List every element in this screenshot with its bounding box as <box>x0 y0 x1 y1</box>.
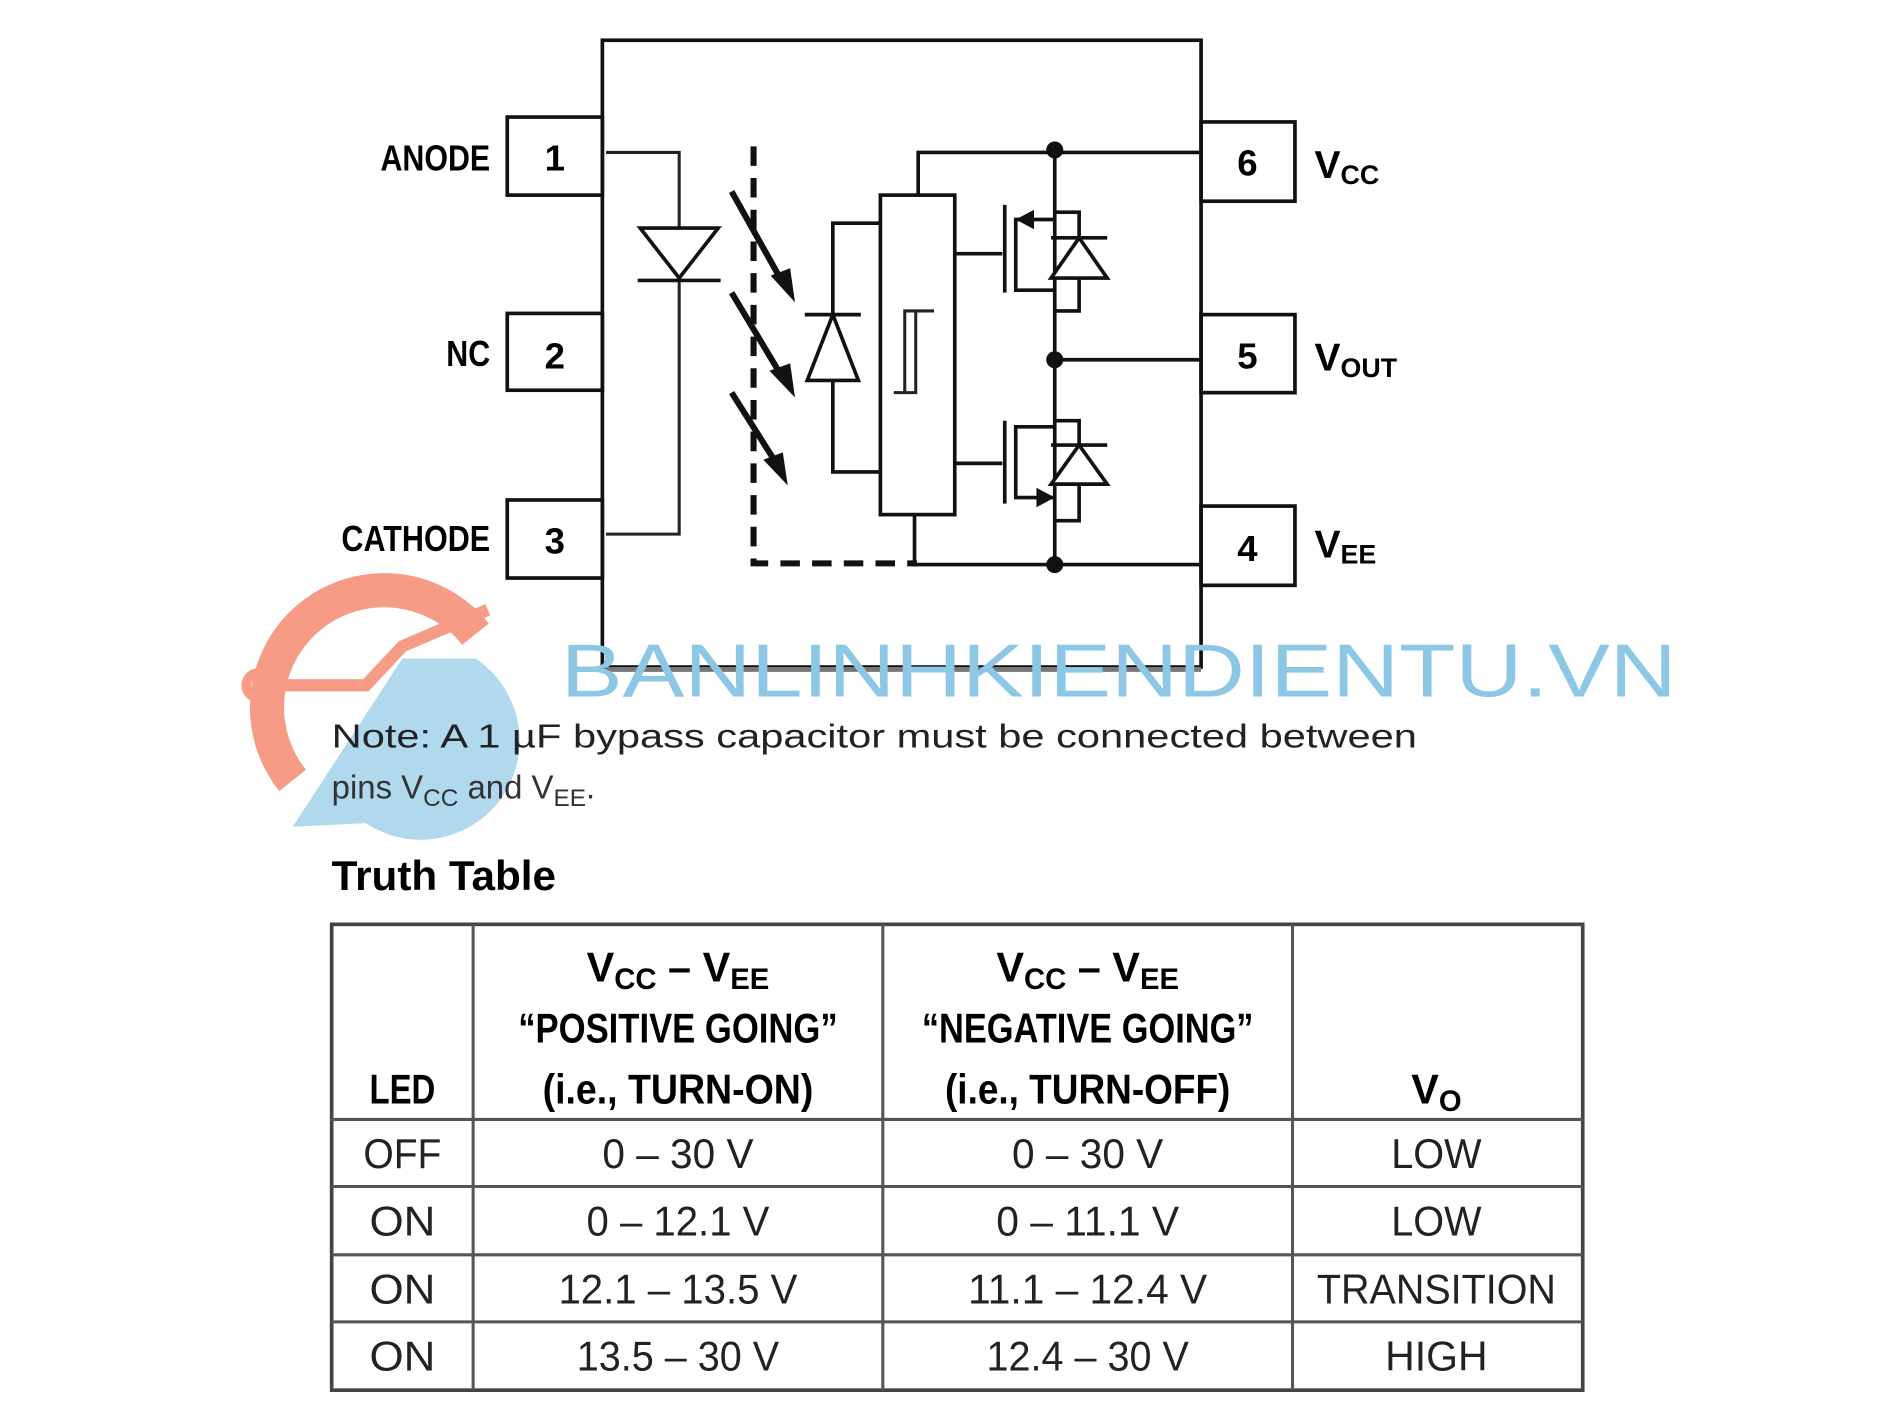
note-line-2: pins VCC and VEE. <box>332 769 596 812</box>
pin-3: 3 CATHODE <box>341 498 605 580</box>
cell-led: OFF <box>363 1130 441 1177</box>
pmos-transistor-icon <box>954 204 1111 313</box>
schmitt-trigger-block <box>878 193 957 517</box>
header-led: LED <box>369 1066 435 1113</box>
table-row: ON 12.1 – 13.5 V 11.1 – 12.4 V TRANSITION <box>369 1266 1555 1313</box>
pin-label: VOUT <box>1314 337 1397 383</box>
header-vo: VO <box>1411 1066 1461 1118</box>
cell-negative-going: 12.4 – 30 V <box>986 1333 1189 1380</box>
watermark-text: BANLINHKIENDIENTU.VN <box>561 629 1677 713</box>
pin-label: VCC <box>1314 144 1379 190</box>
cell-negative-going: 11.1 – 12.4 V <box>968 1266 1207 1313</box>
pin-number: 3 <box>545 521 565 562</box>
cell-led: ON <box>369 1266 435 1313</box>
table-header: LED VCC – VEE “POSITIVE GOING” (i.e., TU… <box>369 944 1461 1118</box>
table-row: ON 0 – 12.1 V 0 – 11.1 V LOW <box>369 1197 1481 1244</box>
junction-dot <box>1046 556 1064 574</box>
cell-negative-going: 0 – 11.1 V <box>996 1197 1179 1244</box>
shield-dashed-line <box>750 146 917 567</box>
cell-positive-going: 0 – 12.1 V <box>587 1197 770 1244</box>
junction-dot <box>1046 141 1064 159</box>
cell-led: ON <box>369 1197 435 1244</box>
nmos-transistor-icon <box>954 418 1111 523</box>
pin-label: ANODE <box>380 138 490 179</box>
note-line-1: Note: A 1 µF bypass capacitor must be co… <box>332 718 1417 755</box>
led-diode-icon <box>606 150 722 536</box>
header-pos-sub: (i.e., TURN-ON) <box>543 1066 814 1113</box>
header-neg-label: “NEGATIVE GOING” <box>922 1005 1254 1052</box>
vcc-rail <box>916 150 1202 196</box>
light-arrows-icon <box>728 189 796 486</box>
pin-number: 1 <box>545 138 565 179</box>
pin-number: 6 <box>1237 143 1257 184</box>
vee-rail <box>912 514 1202 567</box>
package-outline <box>600 38 1203 669</box>
pin-5: 5 VOUT <box>1199 312 1398 395</box>
header-pos-label: “POSITIVE GOING” <box>518 1005 837 1052</box>
pin-number: 4 <box>1237 528 1258 569</box>
header-pos-voltage: VCC – VEE <box>587 944 770 996</box>
watermark-logo <box>241 573 520 840</box>
photodiode-icon <box>804 221 881 474</box>
pin-4: 4 VEE <box>1199 504 1376 588</box>
table-row: OFF 0 – 30 V 0 – 30 V LOW <box>363 1130 1481 1177</box>
table-row: ON 13.5 – 30 V 12.4 – 30 V HIGH <box>369 1333 1487 1380</box>
pin-label: NC <box>446 333 490 374</box>
pin-2: 2 NC <box>446 311 605 393</box>
cell-positive-going: 13.5 – 30 V <box>577 1333 780 1380</box>
pin-number: 5 <box>1237 335 1257 376</box>
pin-6: 6 VCC <box>1199 120 1379 204</box>
cell-vo: HIGH <box>1385 1333 1487 1380</box>
truth-table-title: Truth Table <box>332 852 556 899</box>
pin-label: VEE <box>1314 523 1376 569</box>
header-neg-sub: (i.e., TURN-OFF) <box>945 1066 1230 1113</box>
pin-label: CATHODE <box>341 518 490 559</box>
table-body: OFF 0 – 30 V 0 – 30 V LOW ON 0 – 12.1 V 0 – 11… <box>363 1130 1556 1379</box>
cell-led: ON <box>369 1333 435 1380</box>
cell-positive-going: 12.1 – 13.5 V <box>558 1266 797 1313</box>
cell-positive-going: 0 – 30 V <box>602 1130 754 1177</box>
pin-1: 1 ANODE <box>380 115 605 197</box>
cell-negative-going: 0 – 30 V <box>1012 1130 1164 1177</box>
cell-vo: LOW <box>1391 1197 1481 1244</box>
truth-table: LED VCC – VEE “POSITIVE GOING” (i.e., TU… <box>329 922 1585 1393</box>
cell-vo: LOW <box>1391 1130 1481 1177</box>
header-neg-voltage: VCC – VEE <box>996 944 1179 996</box>
cell-vo: TRANSITION <box>1317 1266 1556 1313</box>
pin-number: 2 <box>545 335 565 376</box>
junction-dot <box>1046 351 1064 369</box>
